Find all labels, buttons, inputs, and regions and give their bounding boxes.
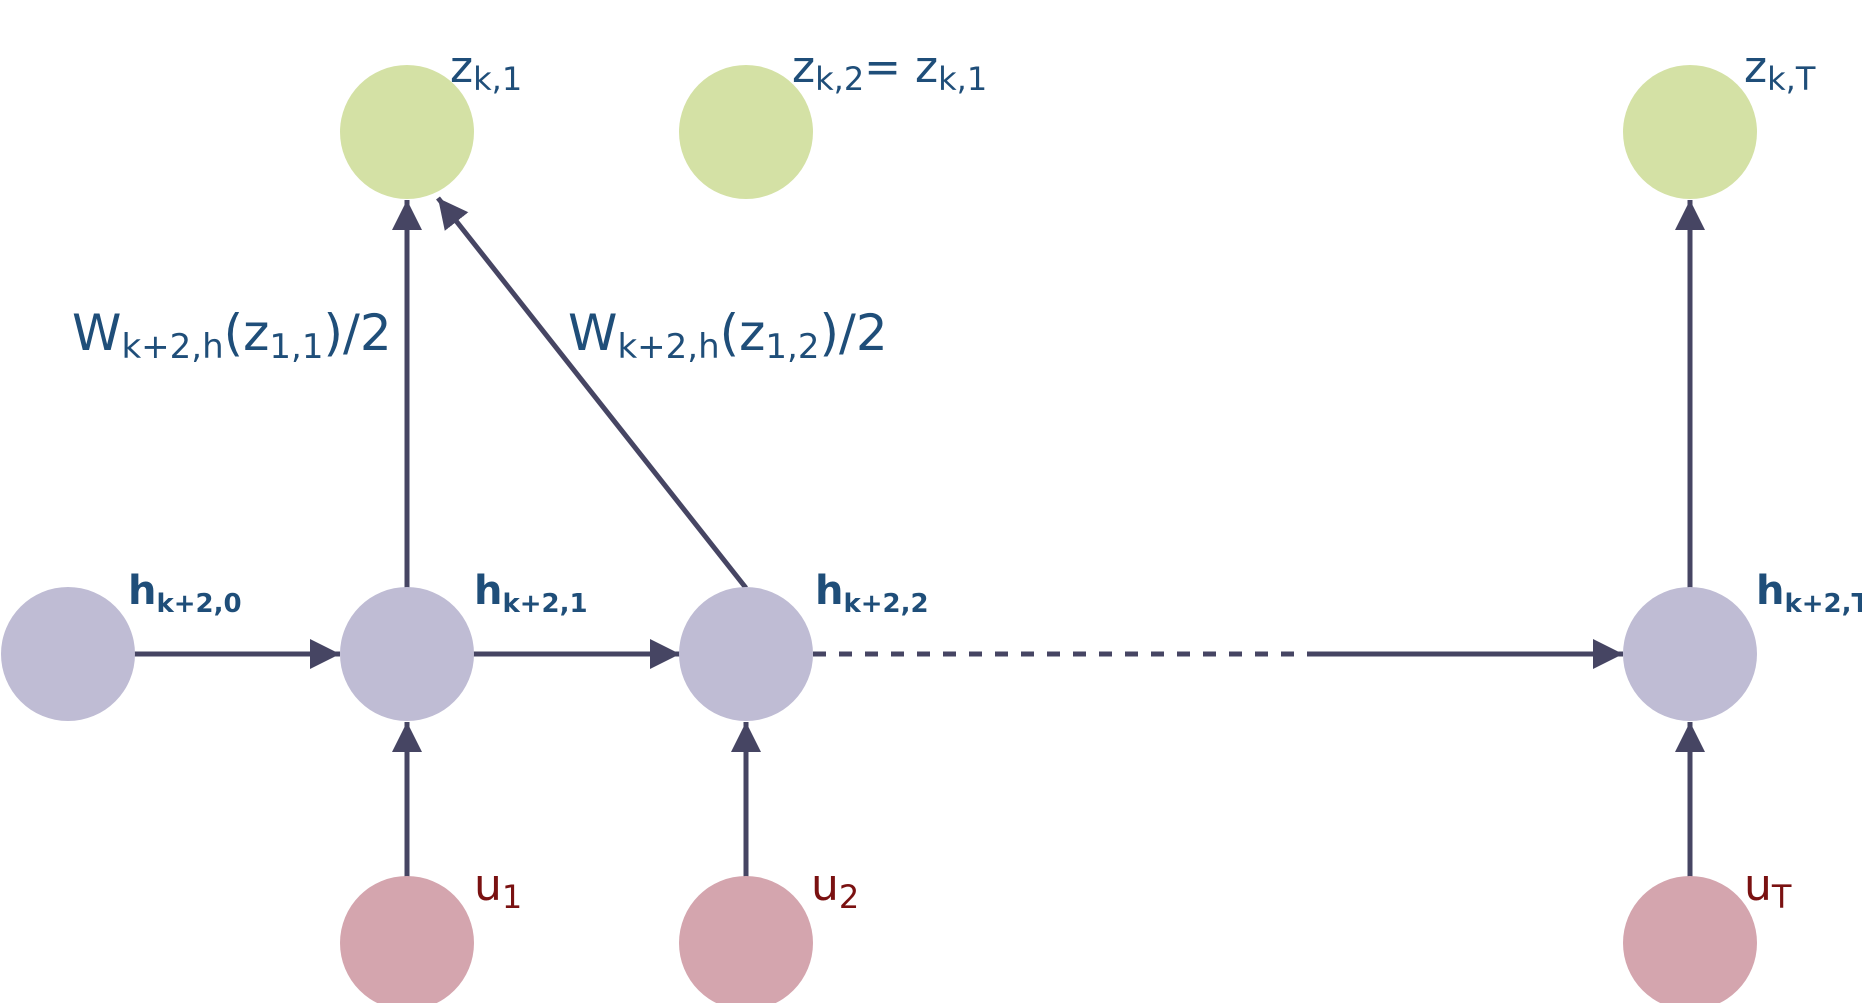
label-h-2-sub: k+2,2 (843, 589, 928, 619)
label-h-2-main: h (815, 568, 843, 614)
edge-label-w-z12-open: (z (720, 304, 766, 362)
node-z-k2 (679, 65, 813, 199)
output-nodes (340, 65, 1757, 199)
node-u-1 (340, 876, 474, 1003)
node-h-0 (1, 587, 135, 721)
node-z-k1 (340, 65, 474, 199)
label-h-1-sub: k+2,1 (502, 589, 587, 619)
input-nodes (340, 876, 1757, 1003)
label-z-kT: zk,T (1744, 42, 1816, 98)
label-u-2-main: u (811, 860, 839, 911)
edge-label-w-z11-close: )/2 (323, 304, 391, 362)
label-u-2: u2 (811, 860, 859, 916)
edge-label-w-z11-main: W (72, 304, 121, 362)
edge-label-w-z11-open: (z (224, 304, 270, 362)
edge-label-w-z12-main: W (568, 304, 617, 362)
edge-h2-z1 (436, 196, 748, 590)
node-h-T (1623, 587, 1757, 721)
label-z-kT-sub: k,T (1767, 60, 1816, 98)
label-h-0-main: h (128, 568, 156, 614)
label-h-2: hk+2,2 (815, 568, 929, 619)
label-z-k1-main: z (450, 42, 473, 93)
label-z-k2-eq-main: z (915, 42, 938, 93)
label-u-1: u1 (474, 860, 522, 916)
node-h-2 (679, 587, 813, 721)
label-z-k2-eq: = (864, 42, 915, 93)
label-u-T: uT (1744, 860, 1792, 916)
node-u-2 (679, 876, 813, 1003)
label-z-k2: zk,2= zk,1 (792, 42, 987, 98)
hidden-labels: hk+2,0 hk+2,1 hk+2,2 hk+2,T (128, 568, 1862, 619)
label-u-T-main: u (1744, 860, 1772, 911)
label-z-k1-sub: k,1 (473, 60, 522, 98)
label-h-0-sub: k+2,0 (156, 589, 241, 619)
label-z-k2-eq-sub: k,1 (938, 60, 987, 98)
edge-labels: Wk+2,h(z1,1)/2 Wk+2,h(z1,2)/2 (72, 304, 888, 367)
hidden-nodes (1, 587, 1757, 721)
edge-label-w-z12-close: )/2 (819, 304, 887, 362)
label-u-2-sub: 2 (839, 878, 859, 916)
node-u-T (1623, 876, 1757, 1003)
label-h-1-main: h (474, 568, 502, 614)
label-z-k2-main: z (792, 42, 815, 93)
label-z-k2-sub: k,2 (815, 60, 864, 98)
output-labels: zk,1 zk,2= zk,1 zk,T (450, 42, 1816, 98)
label-u-T-sub: T (1771, 878, 1792, 916)
label-h-T: hk+2,T (1756, 568, 1862, 619)
label-u-1-sub: 1 (502, 878, 522, 916)
label-h-1: hk+2,1 (474, 568, 588, 619)
edge-label-w-z11-sub: k+2,h (121, 327, 223, 367)
node-h-1 (340, 587, 474, 721)
edge-label-w-z12: Wk+2,h(z1,2)/2 (568, 304, 888, 367)
label-h-T-sub: k+2,T (1784, 589, 1862, 619)
edge-label-w-z12-sub: k+2,h (617, 327, 719, 367)
label-h-T-main: h (1756, 568, 1784, 614)
edge-label-w-z11-argsub: 1,1 (269, 327, 323, 367)
node-z-kT (1623, 65, 1757, 199)
edge-label-w-z12-argsub: 1,2 (765, 327, 819, 367)
label-h-0: hk+2,0 (128, 568, 242, 619)
edge-label-w-z11: Wk+2,h(z1,1)/2 (72, 304, 392, 367)
label-z-kT-main: z (1744, 42, 1767, 93)
label-u-1-main: u (474, 860, 502, 911)
input-labels: u1 u2 uT (474, 860, 1792, 916)
edges (134, 196, 1705, 880)
label-z-k1: zk,1 (450, 42, 522, 98)
